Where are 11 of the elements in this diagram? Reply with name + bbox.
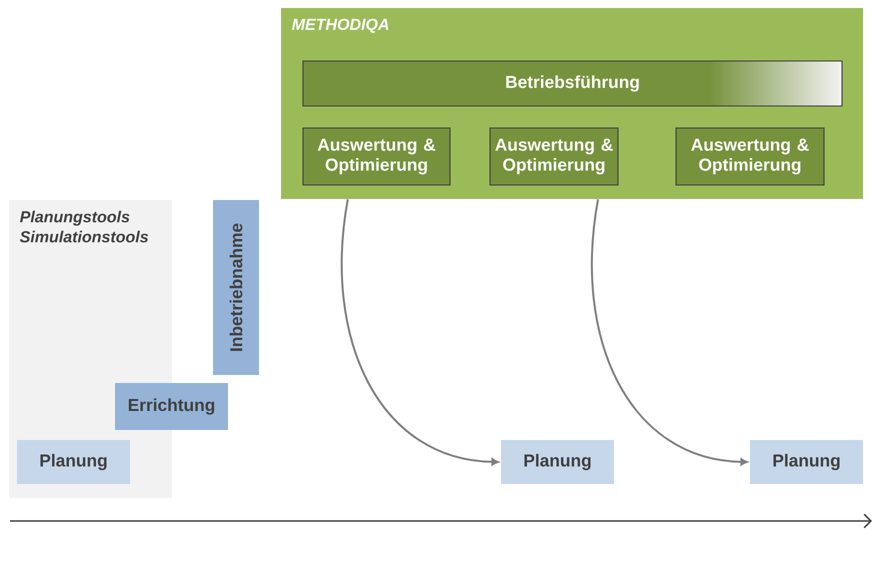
phase-box: Errichtung bbox=[115, 383, 228, 430]
evaluation-box: Auswertung & Optimierung bbox=[489, 127, 619, 186]
phase-box: Planung bbox=[501, 440, 614, 484]
phase-box: Planung bbox=[17, 440, 130, 484]
evaluation-box: Auswertung & Optimierung bbox=[675, 127, 825, 186]
curved-arrow bbox=[340, 199, 499, 466]
operation-bar: Betriebsführung bbox=[302, 60, 843, 107]
evaluation-box: Auswertung & Optimierung bbox=[302, 127, 451, 186]
phase-box: Planung bbox=[750, 440, 864, 484]
phase-box: Inbetriebnahme bbox=[213, 200, 259, 375]
curved-arrow bbox=[590, 199, 748, 466]
